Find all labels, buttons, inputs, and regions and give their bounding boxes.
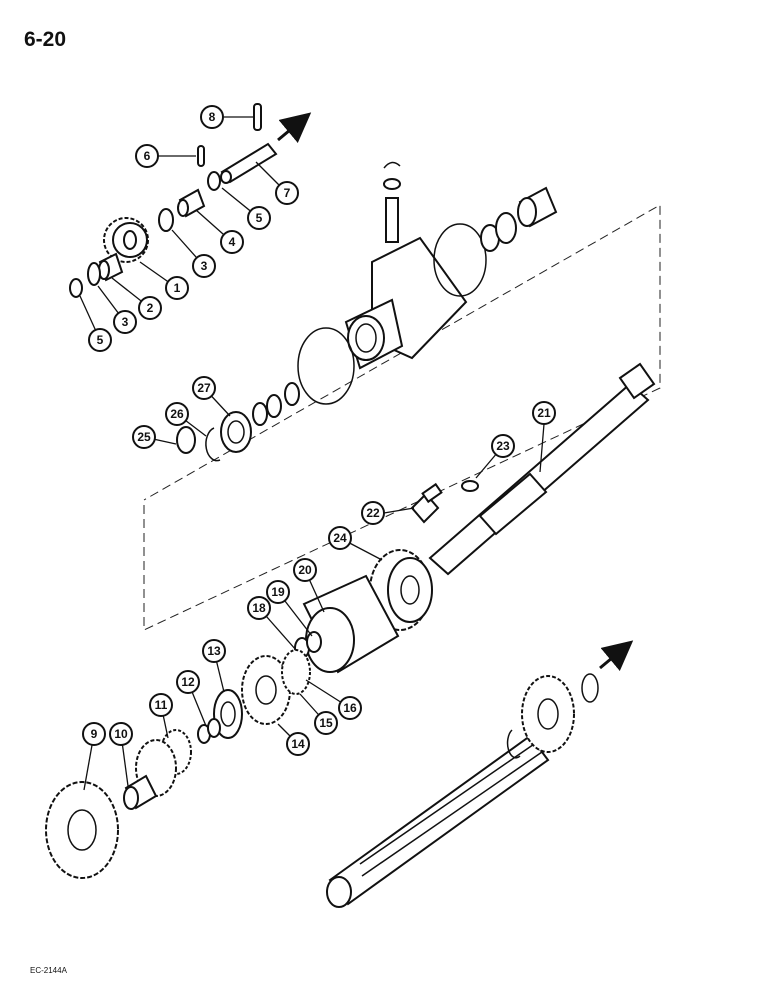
- snap-ring-lower-right: [581, 673, 599, 703]
- callout-16: 16: [338, 696, 362, 720]
- svg-text:21: 21: [537, 406, 551, 420]
- svg-text:5: 5: [256, 211, 263, 225]
- svg-text:27: 27: [197, 381, 211, 395]
- callout-21: 21: [532, 401, 556, 425]
- svg-text:15: 15: [319, 716, 333, 730]
- callout-22: 22: [361, 501, 385, 525]
- valve-stem: [383, 178, 401, 243]
- callout-4: 4: [220, 230, 244, 254]
- svg-text:1: 1: [174, 281, 181, 295]
- assembly-dashed-outline: [143, 204, 661, 631]
- o-ring-large-left: [297, 327, 355, 405]
- callout-1: 1: [165, 276, 189, 300]
- ring-5-upper: [207, 171, 221, 191]
- svg-text:11: 11: [155, 698, 168, 712]
- o-ring-large-right: [433, 223, 487, 297]
- svg-text:6: 6: [144, 149, 151, 163]
- callout-6: 6: [135, 144, 159, 168]
- svg-text:7: 7: [284, 186, 291, 200]
- callout-8: 8: [200, 105, 224, 129]
- page-number: 6-20: [24, 28, 67, 51]
- bearing-cup-right: [480, 186, 558, 252]
- bolt-22: [410, 482, 443, 524]
- gear-1: [103, 217, 149, 263]
- washer-3-lower: [87, 262, 101, 286]
- callout-9: 9: [82, 722, 106, 746]
- pin-8: [253, 103, 262, 131]
- callout-12: 12: [176, 670, 200, 694]
- callout-3-upper: 3: [192, 254, 216, 278]
- housing: [344, 236, 468, 370]
- figure-code: EC-2144A: [30, 966, 67, 975]
- svg-text:10: 10: [114, 727, 128, 741]
- direction-arrow-top: [277, 112, 312, 144]
- callout-25: 25: [132, 425, 156, 449]
- callout-24: 24: [328, 526, 352, 550]
- svg-text:4: 4: [229, 235, 236, 249]
- sleeve-20: [302, 574, 400, 674]
- spacer-washers: [252, 382, 300, 426]
- callout-10: 10: [109, 722, 133, 746]
- bushing-4: [177, 188, 206, 218]
- bearing-27: [220, 411, 252, 453]
- svg-text:24: 24: [333, 531, 347, 545]
- pin-6: [197, 145, 205, 167]
- callout-27: 27: [192, 376, 216, 400]
- callout-26: 26: [165, 402, 189, 426]
- gear-15-16: [281, 649, 311, 695]
- callout-5-upper: 5: [247, 206, 271, 230]
- washer-3-upper: [158, 208, 174, 232]
- callout-14: 14: [286, 732, 310, 756]
- svg-text:25: 25: [137, 430, 151, 444]
- splined-shaft-lower: [326, 734, 550, 908]
- bushing-10: [123, 774, 158, 810]
- svg-text:2: 2: [147, 301, 154, 315]
- svg-text:9: 9: [91, 727, 98, 741]
- spacers-12: [197, 718, 221, 744]
- svg-text:23: 23: [496, 439, 510, 453]
- gear-lower-right: [521, 675, 575, 753]
- svg-text:26: 26: [170, 407, 184, 421]
- callout-18: 18: [247, 596, 271, 620]
- svg-text:3: 3: [122, 315, 129, 329]
- svg-text:12: 12: [181, 675, 195, 689]
- callout-3-lower: 3: [113, 310, 137, 334]
- bearing-13: [213, 689, 243, 739]
- svg-text:16: 16: [343, 701, 357, 715]
- ring-5-lower: [69, 278, 83, 298]
- callout-19: 19: [266, 580, 290, 604]
- snap-ring-26: [205, 427, 221, 462]
- svg-text:8: 8: [209, 110, 216, 124]
- callout-23: 23: [491, 434, 515, 458]
- callout-13: 13: [202, 639, 226, 663]
- washer-25: [176, 426, 196, 454]
- callout-7: 7: [275, 181, 299, 205]
- bushing-2: [98, 252, 124, 282]
- svg-text:22: 22: [366, 506, 380, 520]
- svg-text:19: 19: [271, 585, 285, 599]
- svg-text:3: 3: [201, 259, 208, 273]
- gear-9: [45, 781, 119, 879]
- svg-text:18: 18: [252, 601, 266, 615]
- callout-11: 11: [149, 693, 173, 717]
- shaft-7: [220, 142, 278, 184]
- svg-text:20: 20: [298, 563, 312, 577]
- clip-top: [383, 161, 401, 169]
- callout-15: 15: [314, 711, 338, 735]
- direction-arrow-bottom: [599, 640, 634, 672]
- snap-ring-lower-left: [506, 729, 521, 759]
- callout-20: 20: [293, 558, 317, 582]
- svg-text:13: 13: [207, 644, 221, 658]
- leader-lines: [79, 116, 545, 791]
- key-23: [461, 480, 479, 492]
- callout-5-lower: 5: [88, 328, 112, 352]
- svg-text:5: 5: [97, 333, 104, 347]
- callout-2: 2: [138, 296, 162, 320]
- svg-text:14: 14: [291, 737, 305, 751]
- shaft-21: [428, 362, 656, 576]
